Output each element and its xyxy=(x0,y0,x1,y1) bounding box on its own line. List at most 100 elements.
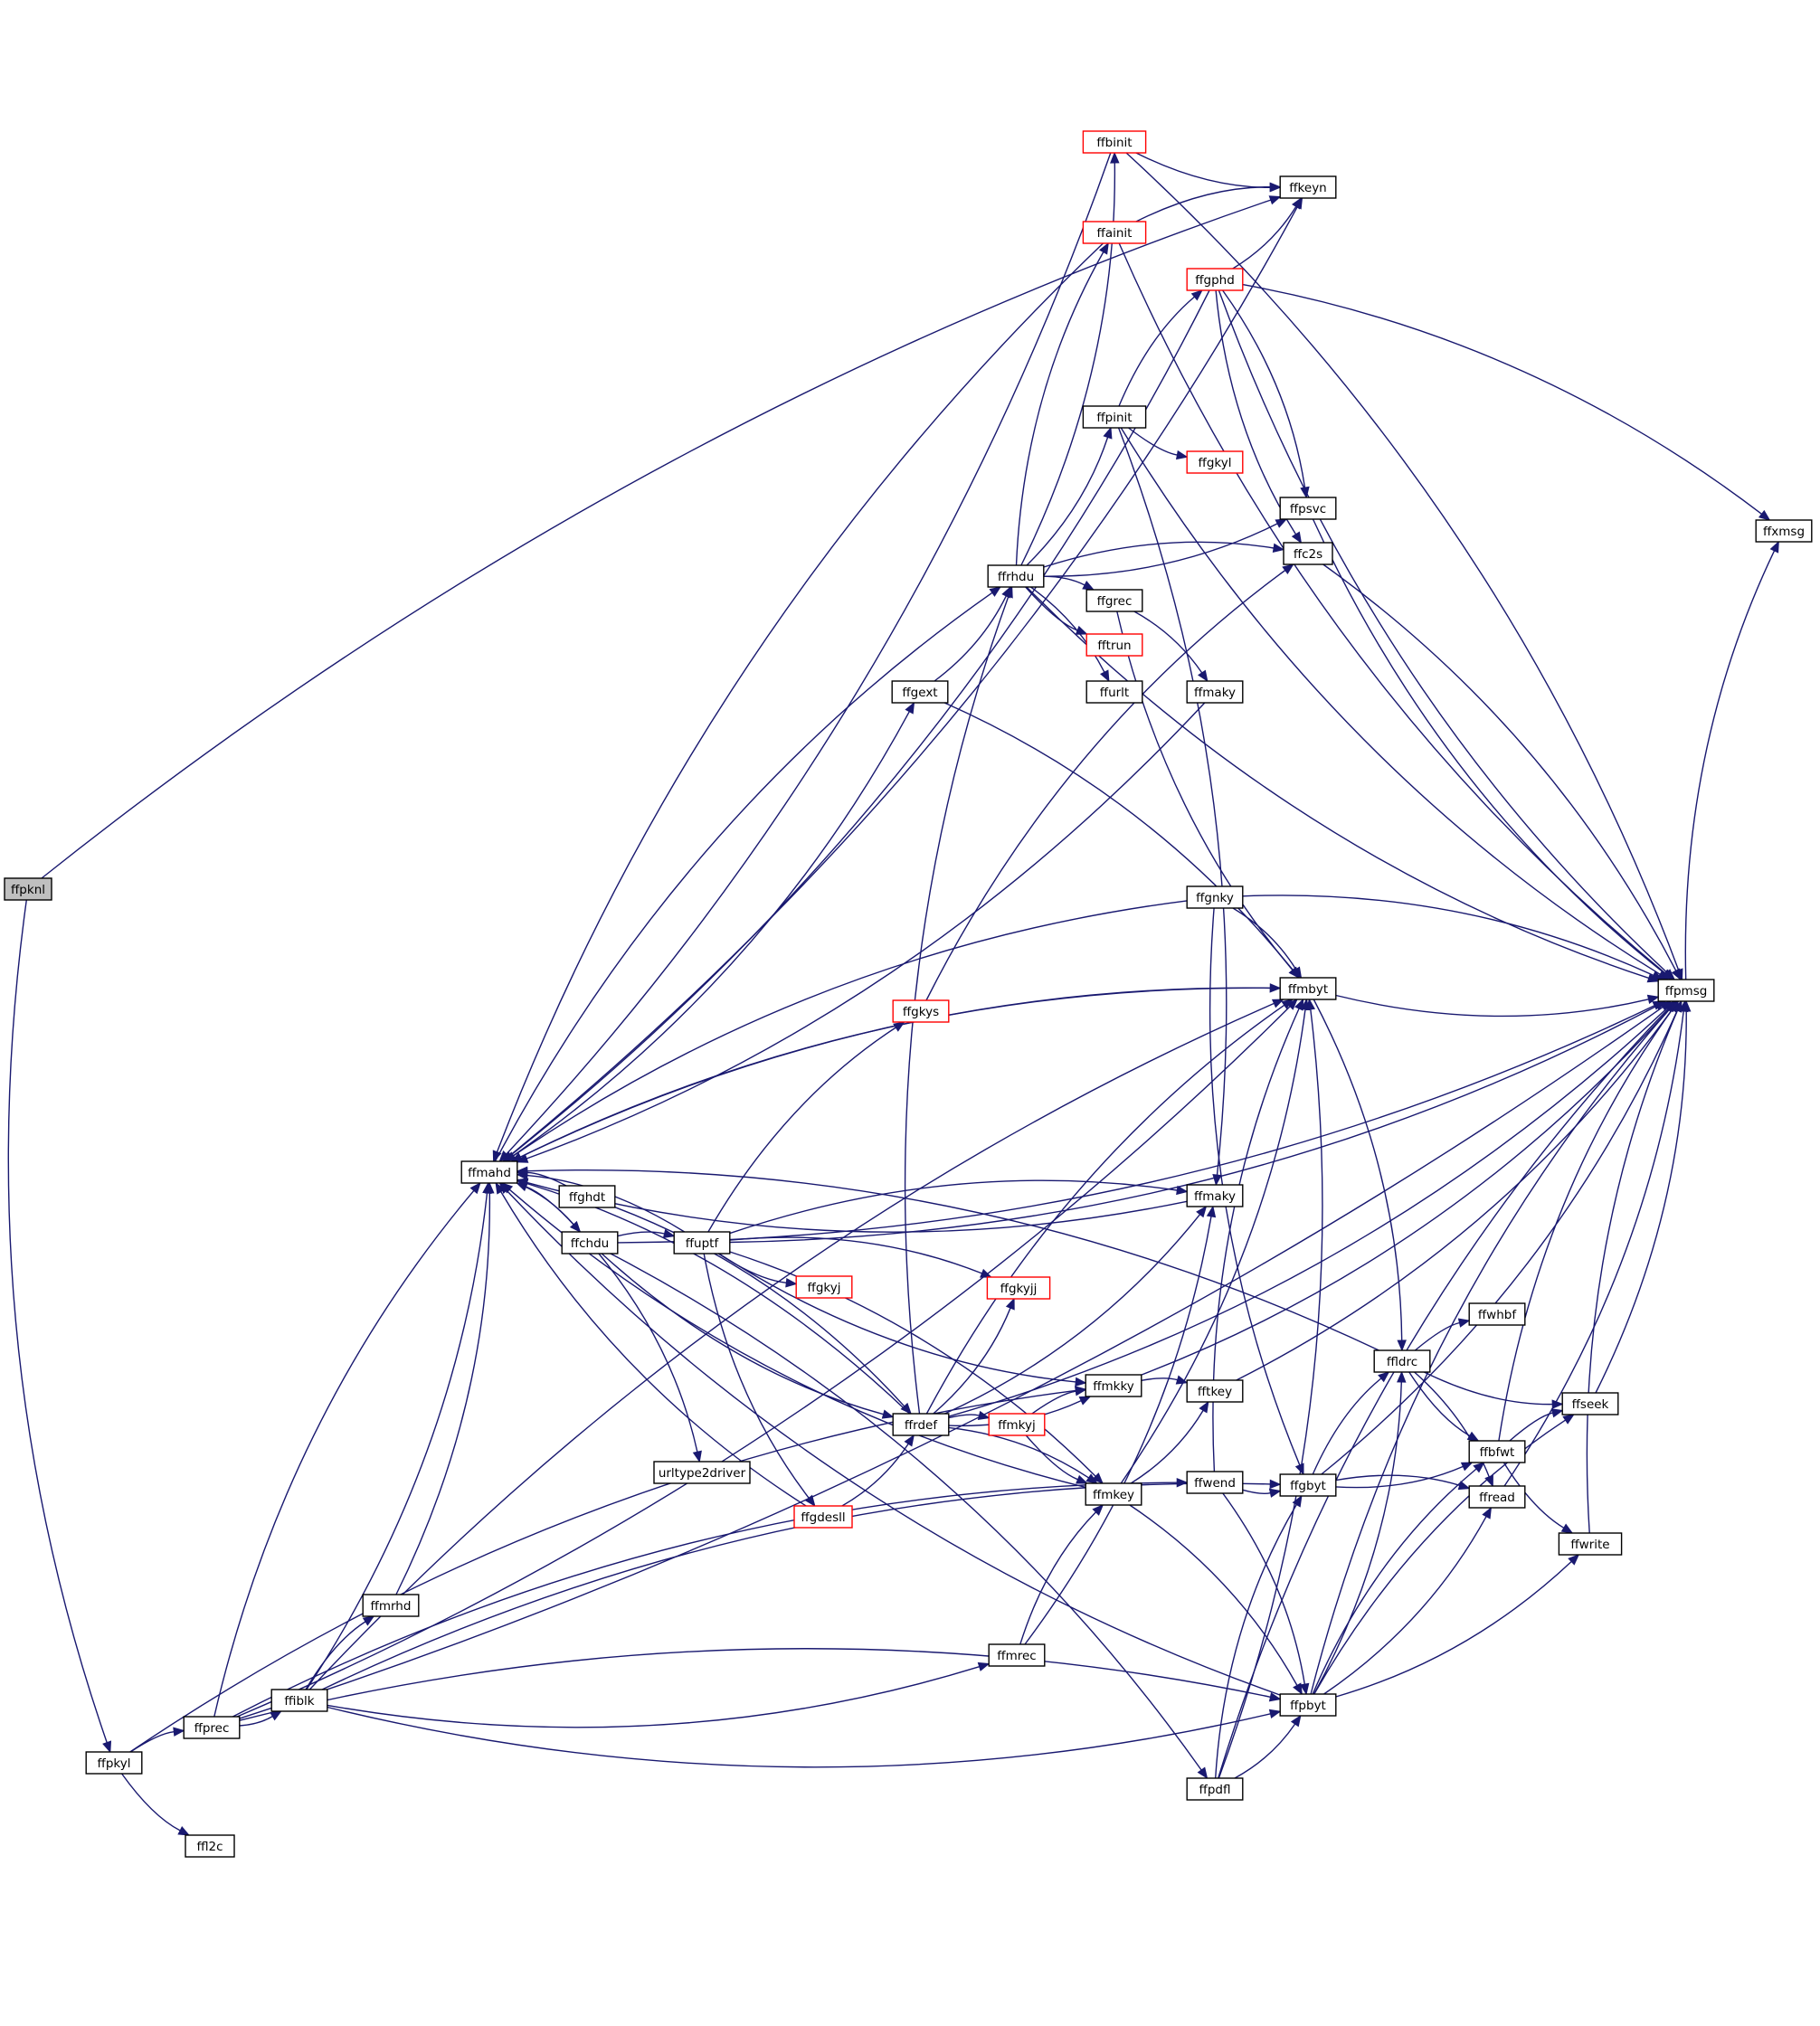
node-ffbfwt[interactable]: ffbfwt xyxy=(1468,1440,1526,1463)
node-ffmkky[interactable]: ffmkky xyxy=(1085,1374,1142,1397)
node-ffmrec[interactable]: ffmrec xyxy=(988,1643,1046,1667)
node-ffrhdu[interactable]: ffrhdu xyxy=(987,564,1045,588)
node-box[interactable] xyxy=(986,1276,1051,1300)
node-box[interactable] xyxy=(1082,221,1147,244)
node-ffxmsg[interactable]: ffxmsg xyxy=(1755,519,1813,543)
node-ffl2c[interactable]: ffl2c xyxy=(185,1834,235,1858)
node-box[interactable] xyxy=(1279,1693,1337,1717)
node-ffprec[interactable]: ffprec xyxy=(183,1716,241,1739)
node-fftrun[interactable]: fftrun xyxy=(1085,633,1143,657)
node-box[interactable] xyxy=(892,999,950,1023)
node-box[interactable] xyxy=(673,1231,731,1254)
node-ffmkey[interactable]: ffmkey xyxy=(1085,1482,1142,1506)
node-ffbinit[interactable]: ffbinit xyxy=(1082,130,1147,154)
node-box[interactable] xyxy=(1186,680,1244,704)
node-box[interactable] xyxy=(1468,1485,1526,1509)
node-ffgrec[interactable]: ffgrec xyxy=(1085,589,1143,612)
node-box[interactable] xyxy=(561,1231,619,1254)
node-box[interactable] xyxy=(1373,1349,1431,1373)
node-ffchdu[interactable]: ffchdu xyxy=(561,1231,619,1254)
node-ffgbyt[interactable]: ffgbyt xyxy=(1279,1473,1337,1497)
node-ffpknl[interactable]: ffpknl xyxy=(4,877,52,901)
node-box[interactable] xyxy=(1186,1184,1244,1207)
node-box[interactable] xyxy=(1186,1777,1244,1801)
node-box[interactable] xyxy=(1085,589,1143,612)
node-box[interactable] xyxy=(1085,680,1143,704)
node-ffainit[interactable]: ffainit xyxy=(1082,221,1147,244)
node-ffghdt[interactable]: ffghdt xyxy=(558,1185,616,1208)
node-ffc2s[interactable]: ffc2s xyxy=(1283,542,1333,565)
node-ffgext[interactable]: ffgext xyxy=(891,680,949,704)
node-box[interactable] xyxy=(1279,1473,1337,1497)
node-ffpdfl[interactable]: ffpdfl xyxy=(1186,1777,1244,1801)
node-fftkey[interactable]: fftkey xyxy=(1186,1379,1244,1403)
node-box[interactable] xyxy=(1085,633,1143,657)
node-box[interactable] xyxy=(988,1413,1046,1436)
node-box[interactable] xyxy=(1082,405,1147,429)
node-ffkeyn[interactable]: ffkeyn xyxy=(1279,175,1337,199)
node-ffgkyj[interactable]: ffgkyj xyxy=(795,1275,853,1299)
node-box[interactable] xyxy=(270,1689,328,1712)
node-ffpsvc[interactable]: ffpsvc xyxy=(1279,497,1337,520)
node-urltype2driver[interactable]: urltype2driver xyxy=(653,1461,751,1484)
node-ffpinit[interactable]: ffpinit xyxy=(1082,405,1147,429)
node-box[interactable] xyxy=(795,1275,853,1299)
node-ffread[interactable]: ffread xyxy=(1468,1485,1526,1509)
node-ffrdef[interactable]: ffrdef xyxy=(892,1413,950,1436)
node-box[interactable] xyxy=(1279,977,1337,1000)
node-ffgnky[interactable]: ffgnky xyxy=(1186,885,1244,909)
node-ffmkyj[interactable]: ffmkyj xyxy=(988,1413,1046,1436)
node-ffgdesll[interactable]: ffgdesll xyxy=(793,1505,853,1529)
node-box[interactable] xyxy=(1186,450,1244,474)
node-box[interactable] xyxy=(1755,519,1813,543)
node-ffwhbf[interactable]: ffwhbf xyxy=(1468,1302,1526,1326)
node-ffmbyt[interactable]: ffmbyt xyxy=(1279,977,1337,1000)
node-box[interactable] xyxy=(987,564,1045,588)
node-ffpbyt[interactable]: ffpbyt xyxy=(1279,1693,1337,1717)
node-box[interactable] xyxy=(793,1505,853,1529)
node-ffiblk[interactable]: ffiblk xyxy=(270,1689,328,1712)
node-ffgphd[interactable]: ffgphd xyxy=(1186,268,1244,291)
node-box[interactable] xyxy=(1085,1374,1142,1397)
node-ffmaky2[interactable]: ffmaky xyxy=(1186,1184,1244,1207)
node-ffpmsg[interactable]: ffpmsg xyxy=(1657,979,1715,1002)
node-box[interactable] xyxy=(1085,1482,1142,1506)
node-ffpkyl[interactable]: ffpkyl xyxy=(85,1751,143,1775)
node-box[interactable] xyxy=(1561,1392,1619,1415)
node-ffgkyl[interactable]: ffgkyl xyxy=(1186,450,1244,474)
node-box[interactable] xyxy=(1082,130,1147,154)
node-box[interactable] xyxy=(1186,885,1244,909)
node-ffmahd[interactable]: ffmahd xyxy=(460,1160,518,1184)
node-box[interactable] xyxy=(1279,175,1337,199)
node-ffwrite[interactable]: ffwrite xyxy=(1558,1532,1623,1556)
node-box[interactable] xyxy=(1186,1379,1244,1403)
node-ffmaky1[interactable]: ffmaky xyxy=(1186,680,1244,704)
node-ffseek[interactable]: ffseek xyxy=(1561,1392,1619,1415)
node-box[interactable] xyxy=(1279,497,1337,520)
node-box[interactable] xyxy=(988,1643,1046,1667)
node-box[interactable] xyxy=(1468,1440,1526,1463)
node-box[interactable] xyxy=(183,1716,241,1739)
node-box[interactable] xyxy=(1186,1471,1244,1494)
node-box[interactable] xyxy=(185,1834,235,1858)
node-box[interactable] xyxy=(891,680,949,704)
node-ffwend[interactable]: ffwend xyxy=(1186,1471,1244,1494)
node-box[interactable] xyxy=(362,1594,420,1617)
node-ffuptf[interactable]: ffuptf xyxy=(673,1231,731,1254)
node-box[interactable] xyxy=(1468,1302,1526,1326)
node-box[interactable] xyxy=(1558,1532,1623,1556)
node-box[interactable] xyxy=(1283,542,1333,565)
node-box[interactable] xyxy=(653,1461,751,1484)
node-ffmrhd[interactable]: ffmrhd xyxy=(362,1594,420,1617)
node-box[interactable] xyxy=(558,1185,616,1208)
node-box[interactable] xyxy=(4,877,52,901)
node-ffgkyjj[interactable]: ffgkyjj xyxy=(986,1276,1051,1300)
node-ffurlt[interactable]: ffurlt xyxy=(1085,680,1143,704)
node-box[interactable] xyxy=(85,1751,143,1775)
node-box[interactable] xyxy=(1186,268,1244,291)
node-box[interactable] xyxy=(892,1413,950,1436)
node-box[interactable] xyxy=(1657,979,1715,1002)
node-box[interactable] xyxy=(460,1160,518,1184)
node-ffgkys[interactable]: ffgkys xyxy=(892,999,950,1023)
node-ffldrc[interactable]: ffldrc xyxy=(1373,1349,1431,1373)
